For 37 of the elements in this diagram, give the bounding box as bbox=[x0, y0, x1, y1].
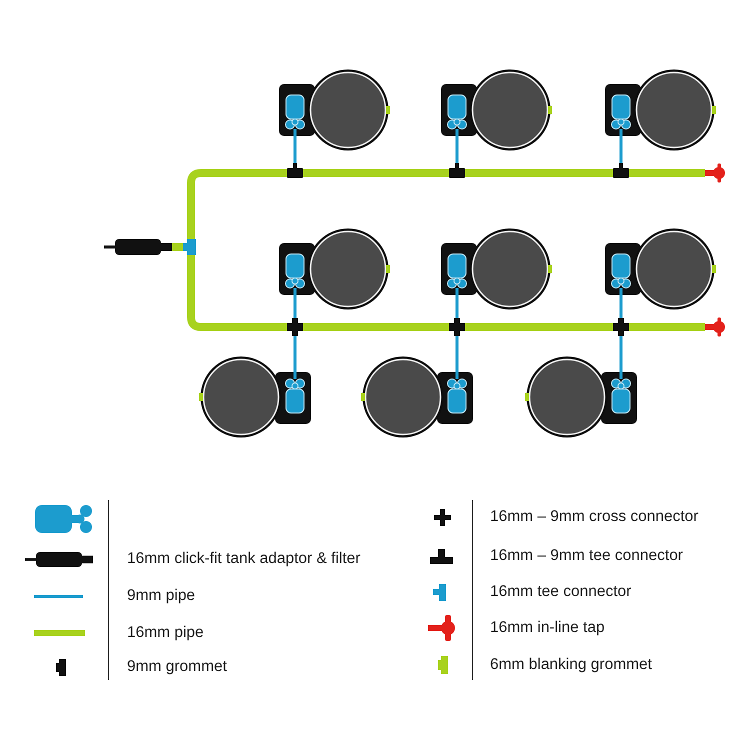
pipe bbox=[620, 136, 622, 163]
in-line-tap bbox=[705, 163, 727, 183]
pipe bbox=[456, 295, 458, 318]
legend-label: 16mm – 9mm cross connector bbox=[490, 508, 698, 526]
legend-label: 6mm blanking grommet bbox=[490, 656, 652, 674]
pipe bbox=[187, 169, 287, 239]
pipe bbox=[294, 295, 296, 318]
pipe bbox=[456, 336, 458, 372]
pipe bbox=[187, 255, 287, 331]
pipe bbox=[465, 169, 613, 177]
legend-label: 9mm grommet bbox=[127, 658, 227, 676]
cross-connector bbox=[287, 318, 303, 336]
tee-connector bbox=[183, 239, 196, 255]
tee-connector bbox=[613, 163, 629, 178]
pipe bbox=[629, 169, 705, 177]
pipe bbox=[629, 323, 705, 331]
legend-label: 16mm click-fit tank adaptor & filter bbox=[127, 550, 360, 568]
pipe bbox=[172, 243, 183, 251]
pipe bbox=[620, 336, 622, 372]
pipe bbox=[294, 336, 296, 372]
pipe bbox=[294, 136, 296, 163]
in-line-tap bbox=[705, 317, 727, 337]
tee-connector bbox=[449, 163, 465, 178]
pipe bbox=[303, 323, 449, 331]
cross-connector bbox=[613, 318, 629, 336]
pipe bbox=[303, 169, 449, 177]
legend-label: 16mm tee connector bbox=[490, 583, 632, 601]
legend-label: 16mm in-line tap bbox=[490, 619, 605, 637]
legend-label: 16mm pipe bbox=[127, 624, 204, 642]
cross-connector bbox=[449, 318, 465, 336]
tee-connector bbox=[287, 163, 303, 178]
pipe bbox=[456, 136, 458, 163]
pipe bbox=[620, 295, 622, 318]
legend-label: 9mm pipe bbox=[127, 587, 196, 605]
tank-adaptor bbox=[104, 239, 172, 255]
pipe bbox=[465, 323, 613, 331]
legend-label: 16mm – 9mm tee connector bbox=[490, 547, 683, 565]
